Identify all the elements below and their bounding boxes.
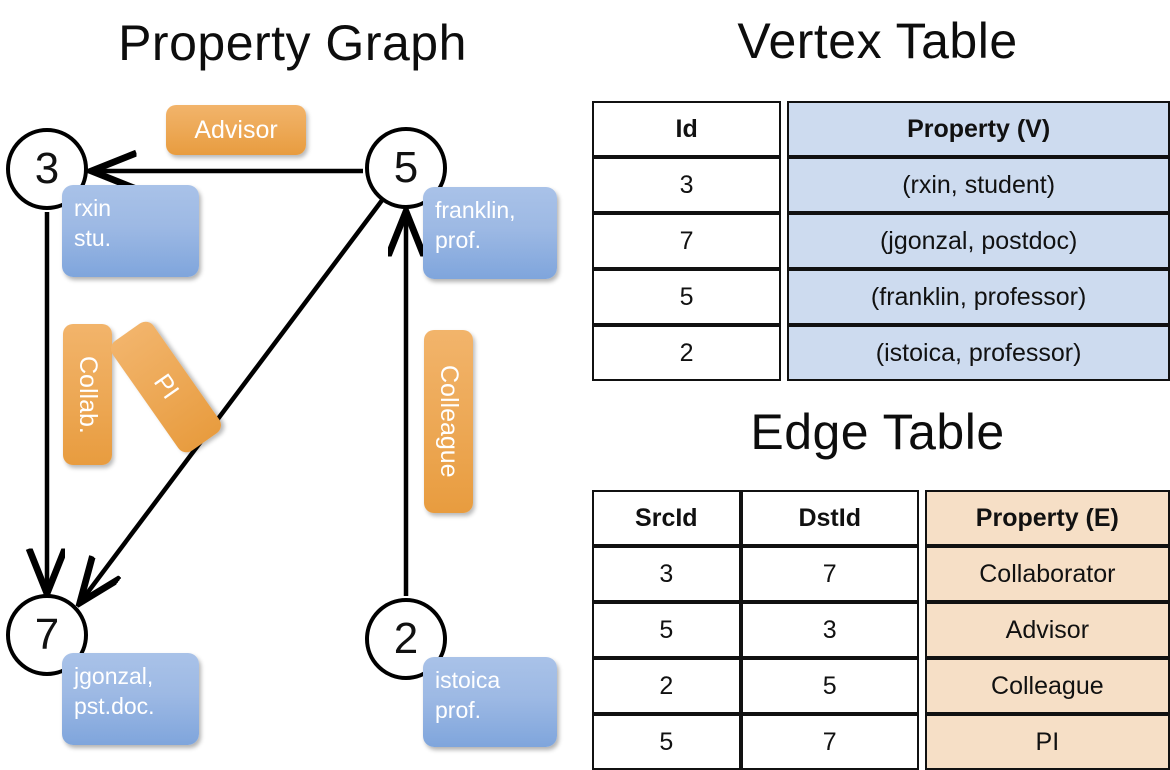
vertex-property-box-2: istoica prof. <box>423 657 557 747</box>
vertex-row-property: (jgonzal, postdoc) <box>787 213 1170 269</box>
edge-table: SrcId DstId Property (E) 3 7 Collaborato… <box>592 490 1170 770</box>
edge-row-dstid: 7 <box>740 546 919 602</box>
vertex-property-line: rxin <box>74 195 112 221</box>
vertex-property-line: jgonzal, <box>74 663 154 689</box>
vertex-row-id: 2 <box>592 325 782 381</box>
vertex-property-line: prof. <box>435 696 482 723</box>
edge-label-colleague: Colleague <box>424 330 473 513</box>
page-title-vertex-table: Vertex Table <box>737 13 1018 69</box>
edge-row-property: PI <box>924 714 1170 770</box>
edge-row-srcid: 2 <box>592 658 741 714</box>
vertex-row-id: 3 <box>592 157 782 213</box>
edge-row-property: Colleague <box>924 658 1170 714</box>
vertex-table-header-id: Id <box>592 101 782 157</box>
vertex-row-property: (istoica, professor) <box>787 325 1170 381</box>
page-title-edge-table: Edge Table <box>750 404 1005 460</box>
vertex-row-id: 7 <box>592 213 782 269</box>
vertex-property-box-3: rxin stu. <box>62 185 199 277</box>
table-row: 3 7 Collaborator <box>592 546 1170 602</box>
edge-label-text: Colleague <box>435 365 463 478</box>
edge-label-collab: Collab. <box>63 324 112 465</box>
vertex-row-property: (franklin, professor) <box>787 269 1170 325</box>
property-graph-diagram: 3 5 7 2 rxin stu. franklin, prof. jgonza… <box>0 0 585 760</box>
edge-label-text: PI <box>148 369 185 405</box>
edge-label-advisor: Advisor <box>166 105 306 155</box>
vertex-property-line: prof. <box>435 226 482 253</box>
table-row: 5 (franklin, professor) <box>592 269 1170 325</box>
edge-row-srcid: 5 <box>592 714 741 770</box>
edge-row-dstid: 7 <box>740 714 919 770</box>
vertex-row-property: (rxin, student) <box>787 157 1170 213</box>
edge-row-srcid: 5 <box>592 602 741 658</box>
edge-table-header-dstid: DstId <box>740 490 919 546</box>
vertex-table: Id Property (V) 3 (rxin, student) 7 (jgo… <box>592 101 1170 381</box>
table-header-row: SrcId DstId Property (E) <box>592 490 1170 546</box>
graph-node-2[interactable]: 2 <box>365 598 447 680</box>
vertex-property-box-7: jgonzal, pst.doc. <box>62 653 199 745</box>
edge-row-dstid: 3 <box>740 602 919 658</box>
edge-row-srcid: 3 <box>592 546 741 602</box>
graph-edges-layer <box>0 0 585 760</box>
vertex-property-line: pst.doc. <box>74 692 155 719</box>
vertex-property-line: franklin, <box>435 197 516 223</box>
table-row: 5 7 PI <box>592 714 1170 770</box>
edge-label-text: Advisor <box>194 115 278 144</box>
edge-row-property: Collaborator <box>924 546 1170 602</box>
edge-label-text: Collab. <box>74 355 102 434</box>
edge-table-header-srcid: SrcId <box>592 490 741 546</box>
edge-5-to-7 <box>82 197 385 600</box>
vertex-table-header-property: Property (V) <box>787 101 1170 157</box>
vertex-row-id: 5 <box>592 269 782 325</box>
edge-table-header-property: Property (E) <box>924 490 1170 546</box>
edge-row-dstid: 5 <box>740 658 919 714</box>
table-row: 7 (jgonzal, postdoc) <box>592 213 1170 269</box>
vertex-property-box-5: franklin, prof. <box>423 187 557 279</box>
table-row: 3 (rxin, student) <box>592 157 1170 213</box>
table-header-row: Id Property (V) <box>592 101 1170 157</box>
table-row: 2 (istoica, professor) <box>592 325 1170 381</box>
edge-row-property: Advisor <box>924 602 1170 658</box>
vertex-property-line: istoica <box>435 667 501 693</box>
table-row: 5 3 Advisor <box>592 602 1170 658</box>
page-title-property-graph: Property Graph <box>118 15 467 71</box>
vertex-property-line: stu. <box>74 224 112 251</box>
table-row: 2 5 Colleague <box>592 658 1170 714</box>
